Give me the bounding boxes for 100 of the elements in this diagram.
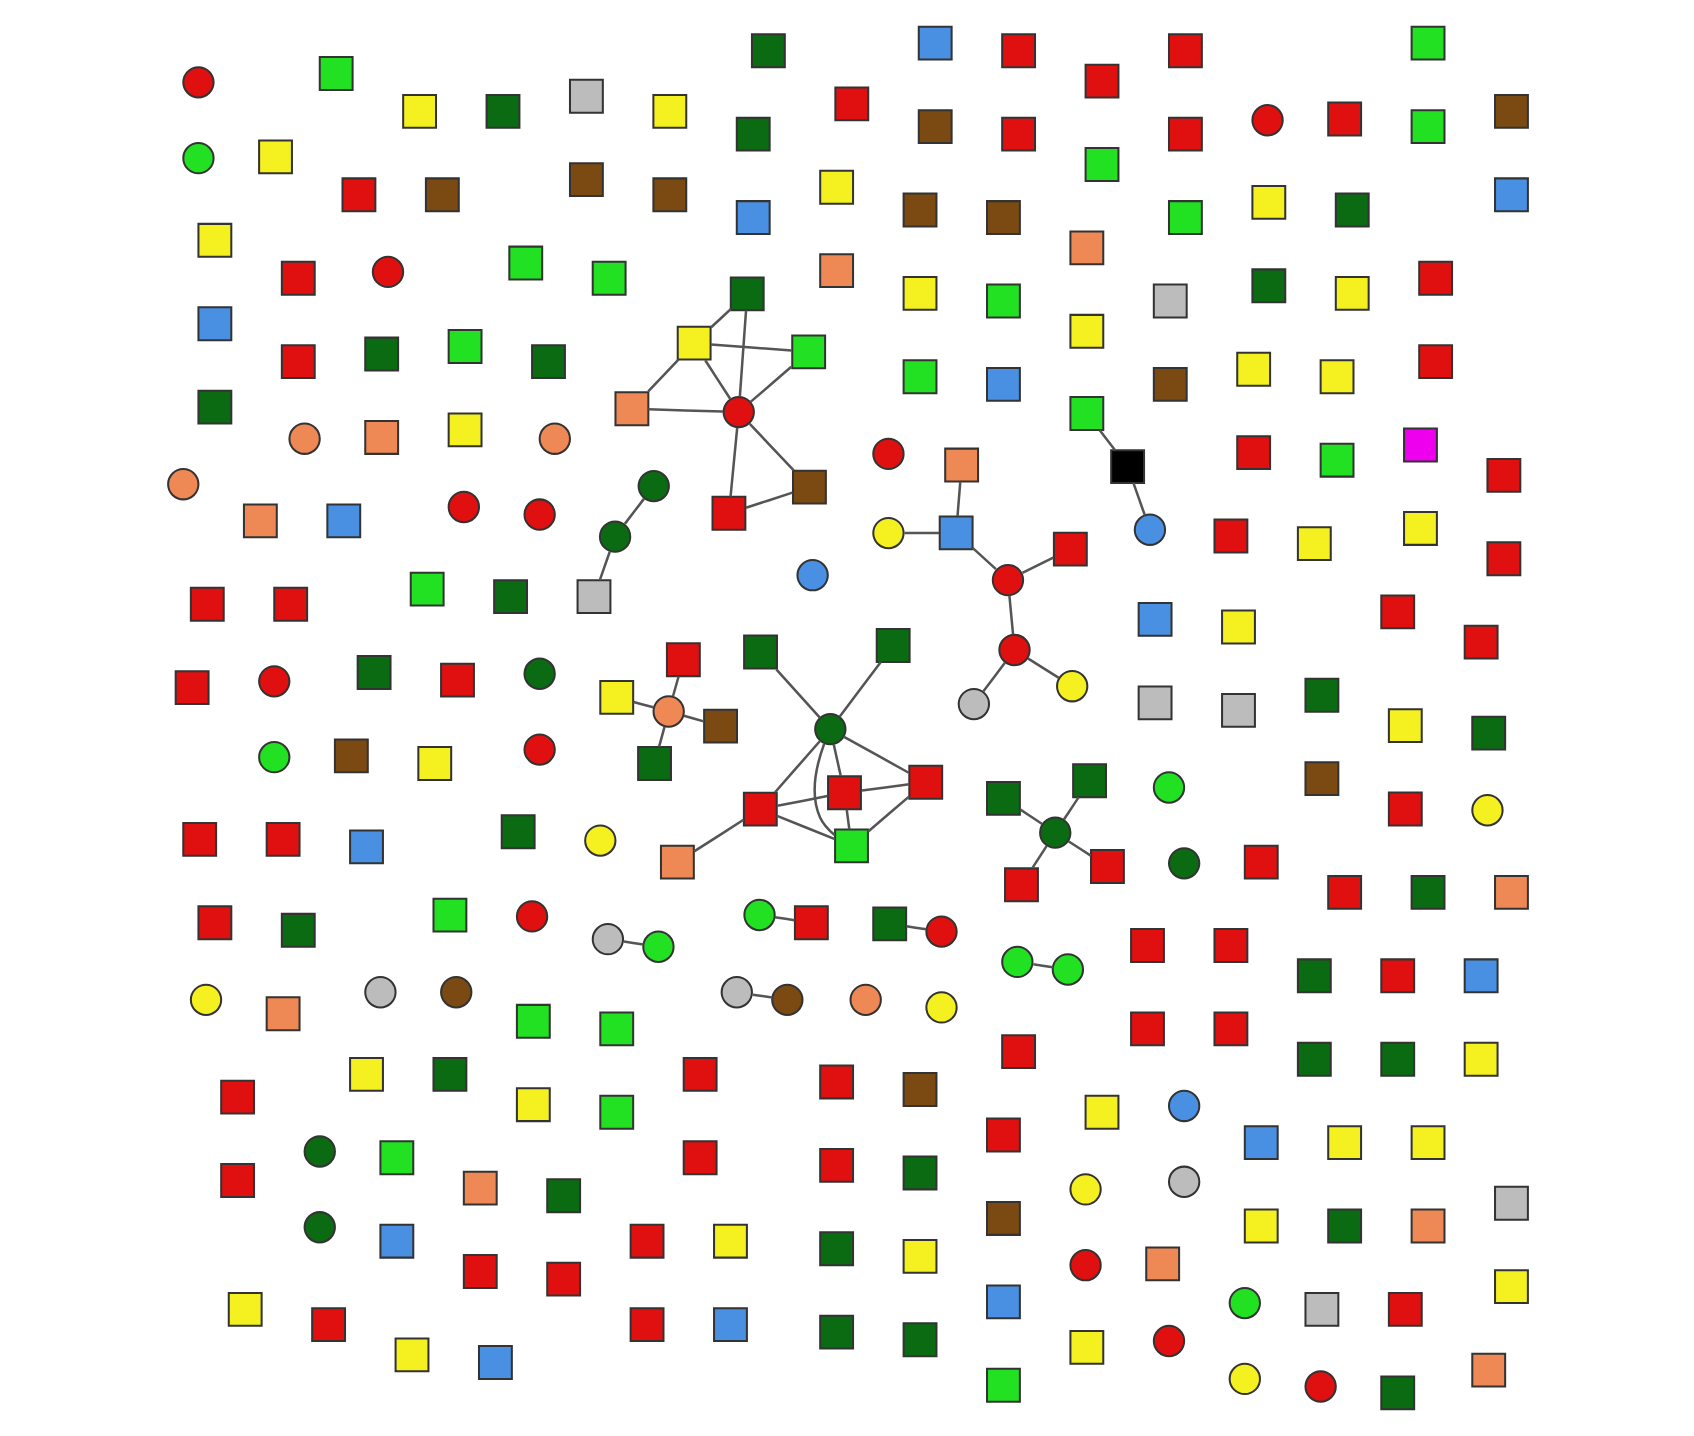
node-box (461, 1170, 497, 1206)
node-box (1318, 442, 1354, 478)
node-box (279, 260, 315, 296)
node-box (901, 1322, 937, 1358)
node-box (1379, 958, 1415, 994)
connector (1026, 657, 1059, 679)
node-box (1151, 283, 1187, 319)
node-box (1379, 594, 1415, 630)
node-box (363, 420, 399, 455)
node-circle (370, 255, 404, 289)
connector (709, 308, 731, 329)
node-box (196, 306, 232, 342)
node-box (901, 192, 937, 228)
connector (831, 744, 841, 777)
node-box (1000, 1034, 1036, 1070)
node-box (712, 1223, 747, 1259)
node-circle (770, 983, 803, 1016)
node-box (1083, 63, 1119, 99)
node-box (196, 222, 232, 258)
node-box (439, 662, 474, 698)
node-box (901, 1155, 937, 1191)
node-box (1493, 1185, 1528, 1221)
node-box (675, 325, 711, 361)
connector (656, 726, 665, 747)
node-box (636, 746, 671, 781)
node-circle (651, 695, 684, 728)
connector (646, 358, 679, 393)
connector (748, 365, 792, 404)
node-circle (1250, 104, 1283, 137)
connector (842, 735, 909, 774)
connector (703, 359, 731, 400)
node-box (325, 503, 361, 539)
connector (597, 551, 610, 581)
node-box (1295, 526, 1331, 562)
node-box (985, 200, 1020, 235)
node-box (567, 162, 603, 198)
node-box (790, 334, 826, 370)
node-box (484, 93, 520, 129)
node-box (1402, 427, 1437, 463)
node-box (1109, 449, 1145, 485)
node-box (393, 1337, 429, 1373)
node-box (1250, 184, 1286, 220)
node-circle (641, 930, 674, 963)
node-box (355, 655, 391, 690)
node-box (181, 821, 217, 857)
node-box (219, 1163, 255, 1198)
node-box (901, 275, 937, 311)
node-box (1326, 101, 1362, 137)
node-box (401, 93, 437, 129)
node-box (916, 25, 952, 61)
node-box (1493, 874, 1528, 910)
connector (1007, 595, 1014, 635)
node-box (1151, 366, 1187, 402)
node-box (818, 1231, 854, 1267)
node-circle (1151, 1324, 1185, 1358)
node-box (901, 1238, 937, 1274)
node-box (628, 1307, 664, 1343)
node-box (332, 738, 368, 774)
node-circle (848, 983, 881, 1016)
node-box (1129, 1011, 1164, 1047)
node-box (1000, 33, 1036, 69)
node-box (530, 344, 565, 380)
node-circle (257, 665, 290, 698)
node-box (749, 33, 785, 69)
node-box (272, 586, 308, 622)
node-box (916, 109, 952, 144)
node-box (1250, 268, 1286, 304)
node-circle (1050, 953, 1084, 986)
node-circle (719, 976, 752, 1009)
node-box (1318, 359, 1354, 395)
node-box (279, 912, 315, 948)
node-box (1295, 958, 1331, 994)
node-box (985, 366, 1020, 402)
node-box (1235, 435, 1271, 471)
node-box (1083, 1094, 1119, 1130)
node-circle (583, 824, 616, 857)
node-circle (522, 657, 555, 690)
node-box (818, 1064, 854, 1100)
node-box (1462, 624, 1498, 660)
node-box (818, 253, 854, 289)
node-box (1386, 791, 1422, 827)
node-box (1303, 677, 1339, 713)
node-circle (1227, 1362, 1260, 1396)
node-box (901, 359, 937, 395)
node-box (1129, 928, 1164, 963)
node-box (598, 1011, 634, 1047)
node-box (1068, 230, 1104, 266)
node-circle (990, 563, 1024, 597)
node-circle (302, 1211, 335, 1244)
connector (744, 491, 792, 509)
node-box (1462, 958, 1498, 994)
node-box (937, 515, 973, 551)
node-box (985, 283, 1020, 319)
node-circle (181, 142, 214, 175)
node-box (514, 1087, 550, 1123)
node-box (1493, 177, 1528, 213)
node-box (378, 1223, 414, 1259)
node-box (408, 571, 444, 607)
node-box (1242, 1208, 1278, 1244)
connector (1030, 845, 1047, 869)
